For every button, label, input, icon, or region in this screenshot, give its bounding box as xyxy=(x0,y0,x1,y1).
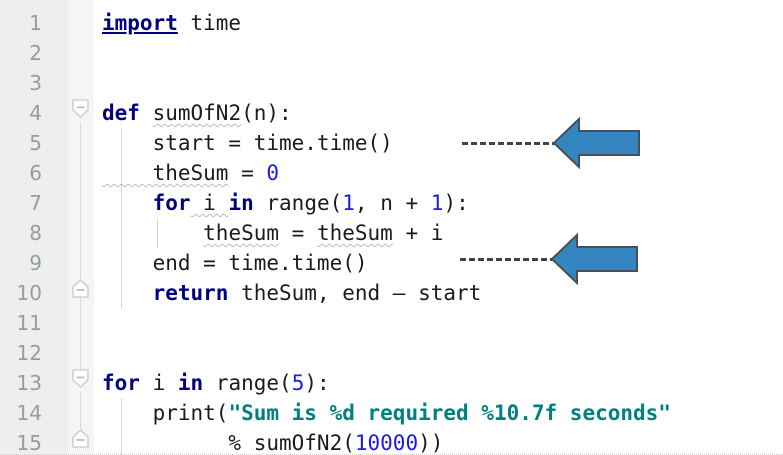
string-literal: "Sum is %d required %10.7f seconds" xyxy=(228,401,671,425)
builtin-range: range( xyxy=(203,371,292,395)
line-number: 11 xyxy=(16,311,42,335)
return-expression: theSum, end – start xyxy=(228,281,482,305)
line-number: 3 xyxy=(29,71,42,95)
fold-end-icon[interactable] xyxy=(72,429,89,448)
code-line-10[interactable]: return theSum, end – start xyxy=(102,278,783,308)
addition-expression: + i xyxy=(392,221,444,245)
colon: ): xyxy=(443,191,469,215)
line-number: 7 xyxy=(29,191,42,215)
code-line-2[interactable] xyxy=(102,38,783,68)
line-number: 6 xyxy=(29,161,42,185)
function-params: (n): xyxy=(241,101,292,125)
fold-end-icon[interactable] xyxy=(72,279,89,298)
module-name: time xyxy=(177,11,242,35)
indent xyxy=(102,281,153,305)
indent xyxy=(102,221,203,245)
indent-guide xyxy=(157,218,158,248)
code-folding-strip xyxy=(68,0,94,455)
keyword-in: in xyxy=(177,371,204,395)
indent-guide xyxy=(121,128,122,308)
statement-start-assign: start = time.time() xyxy=(102,131,393,155)
colon: ): xyxy=(304,371,330,395)
builtin-print: print( xyxy=(102,401,229,425)
code-line-6[interactable]: theSum = 0 xyxy=(102,158,783,188)
line-number: 13 xyxy=(16,371,42,395)
fold-collapse-icon[interactable] xyxy=(72,369,89,388)
code-line-14[interactable]: print("Sum is %d required %10.7f seconds… xyxy=(102,398,783,428)
code-line-12[interactable] xyxy=(102,338,783,368)
indent-guide xyxy=(121,398,122,455)
closing-parens: )) xyxy=(418,431,444,455)
builtin-range: range( xyxy=(253,191,343,215)
operator-assign: = xyxy=(228,161,267,185)
line-number: 5 xyxy=(29,131,42,155)
fold-collapse-icon[interactable] xyxy=(72,99,89,118)
statement-end-assign: end = time.time() xyxy=(102,251,368,275)
code-line-9[interactable]: end = time.time() xyxy=(102,248,783,278)
keyword-for: for xyxy=(102,371,140,395)
variable-thesum: theSum xyxy=(316,221,393,245)
line-number: 1 xyxy=(29,11,42,35)
code-line-5[interactable]: start = time.time() xyxy=(102,128,783,158)
code-text-area[interactable]: import time def sumOfN2(n): start = time… xyxy=(94,0,783,455)
fold-rail xyxy=(80,122,81,280)
line-number-gutter: 1 2 3 4 5 6 7 8 9 10 11 12 13 14 15 xyxy=(0,0,68,455)
code-line-11[interactable] xyxy=(102,308,783,338)
operator-assign: = xyxy=(279,221,317,245)
number-literal: 5 xyxy=(291,371,305,395)
keyword-in: in xyxy=(228,191,254,215)
code-line-1[interactable]: import time xyxy=(102,8,783,38)
number-literal: 10000 xyxy=(354,431,419,455)
function-name: sumOfN2 xyxy=(152,101,242,125)
indent xyxy=(102,191,153,215)
keyword-return: return xyxy=(152,281,229,305)
line-number: 9 xyxy=(29,251,42,275)
keyword-def: def xyxy=(102,101,140,125)
code-line-7[interactable]: for i in range(1, n + 1): xyxy=(102,188,783,218)
number-literal: 1 xyxy=(342,191,355,215)
code-line-8[interactable]: theSum = theSum + i xyxy=(102,218,783,248)
line-number: 4 xyxy=(29,101,42,125)
line-number: 10 xyxy=(16,281,42,305)
fold-rail xyxy=(80,392,81,430)
fold-rail xyxy=(80,292,81,374)
variable-thesum: theSum xyxy=(203,221,280,245)
code-line-3[interactable] xyxy=(102,68,783,98)
line-number: 15 xyxy=(16,431,42,455)
range-args: , n + xyxy=(354,191,431,215)
keyword-import: import xyxy=(102,11,178,35)
number-literal: 1 xyxy=(430,191,444,215)
code-line-4[interactable]: def sumOfN2(n): xyxy=(102,98,783,128)
line-number: 14 xyxy=(16,401,42,425)
loop-variable: i xyxy=(139,371,178,395)
format-operator-call: % sumOfN2( xyxy=(102,431,355,455)
line-number: 12 xyxy=(16,341,42,365)
variable-thesum: theSum xyxy=(102,161,229,185)
line-number: 2 xyxy=(29,41,42,65)
number-literal: 0 xyxy=(266,161,280,185)
code-line-13[interactable]: for i in range(5): xyxy=(102,368,783,398)
code-line-15[interactable]: % sumOfN2(10000)) xyxy=(102,428,783,455)
loop-variable: i xyxy=(190,191,229,215)
line-number: 8 xyxy=(29,221,42,245)
keyword-for: for xyxy=(152,191,191,215)
